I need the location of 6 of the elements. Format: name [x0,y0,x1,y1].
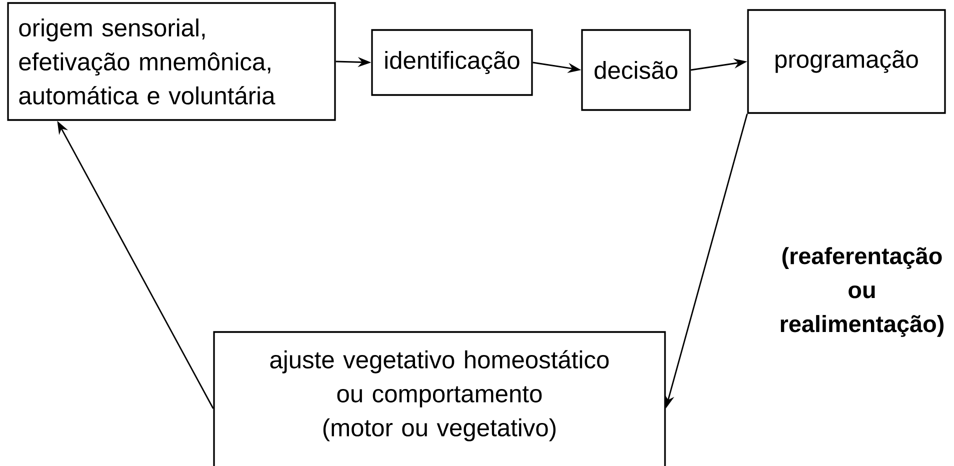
process-box: decisão [581,29,691,111]
process-box: ajuste vegetativo homeostático ou comportamento (motor ou vegetativo) [213,331,666,466]
process-box: origem sensorial, efetivação mnemônica, automática e voluntária [7,2,336,121]
process-box: programação [747,9,946,114]
process-box: identificação [371,29,533,96]
edge-label: (reaferentação ou realimentação) [780,247,944,337]
